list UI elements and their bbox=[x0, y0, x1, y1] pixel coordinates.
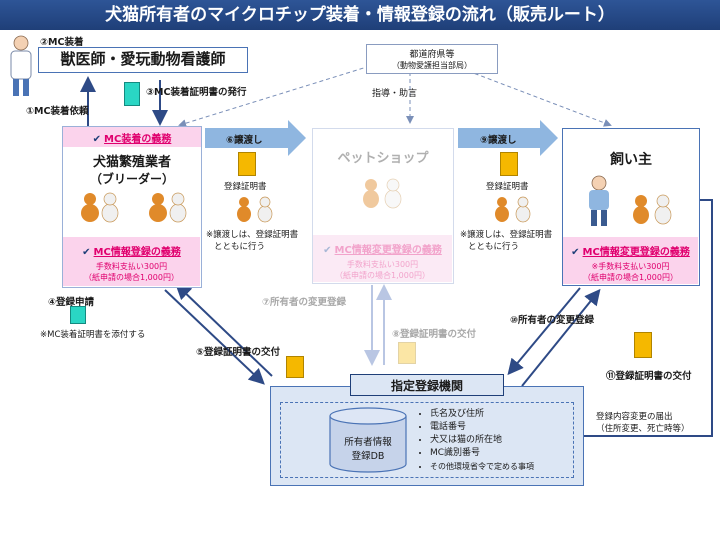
owner-fee: ※手数料支払い300円 bbox=[591, 262, 670, 271]
owner-name: 飼い主 bbox=[610, 152, 652, 168]
transfer-6-note-2: とともに行う bbox=[214, 242, 266, 252]
cert-issue-11-label: ⑪登録証明書の交付 bbox=[606, 371, 692, 382]
vet-figure-icon bbox=[10, 35, 32, 96]
change-notice-line2: （住所変更、死亡時等） bbox=[596, 424, 690, 434]
owner-fee-paper: （紙申請の場合1,000円） bbox=[583, 273, 678, 282]
cert-issue-8-label: ⑧登録証明書の交付 bbox=[392, 329, 477, 340]
petshop-fee-paper: （紙申請の場合1,000円） bbox=[335, 271, 430, 280]
check-icon: ✔ bbox=[92, 134, 102, 145]
transfer-9-note-1: ※譲渡しは、登録証明書 bbox=[460, 230, 553, 240]
transfer-9-animals-icon bbox=[495, 196, 531, 223]
owner-box: 飼い主 ✔MC情報変更登録の義務 ※手数料支払い300円 （紙申請の場合1,00… bbox=[562, 128, 700, 286]
arrow-registration-request bbox=[164, 289, 265, 385]
breeder-dog-cat-icons bbox=[81, 192, 187, 223]
registry-title: 指定登録機関 bbox=[390, 379, 463, 393]
check-icon: ✔ bbox=[82, 247, 91, 258]
db-label-2: 登録DB bbox=[351, 451, 385, 462]
registry-item: その他環境省令で定める事項 bbox=[430, 460, 572, 473]
vet-box: 獣医師・愛玩動物看護師 bbox=[38, 47, 248, 73]
breeder-fee-paper: （紙申請の場合1,000円） bbox=[84, 273, 179, 282]
registry-item: 電話番号 bbox=[430, 421, 572, 434]
registration-cert-9-icon bbox=[500, 152, 518, 176]
transfer-9-label: ⑨譲渡し bbox=[480, 135, 517, 146]
registry-inner bbox=[280, 402, 574, 478]
prefecture-box: 都道府県等 （動物愛護担当部局） bbox=[366, 44, 498, 74]
breeder-duty-top: ✔MC装着の義務 bbox=[63, 127, 201, 147]
guidance-label: 指導・助言 bbox=[372, 89, 418, 99]
check-icon: ✔ bbox=[571, 247, 580, 258]
petshop-change-duty: MC情報変更登録の義務 bbox=[334, 245, 442, 256]
registration-request-label: ④登録申請 bbox=[48, 297, 95, 308]
transfer-6-animals-icon bbox=[237, 196, 273, 223]
mc-request-label: ①MC装着依頼 bbox=[26, 106, 89, 117]
block-arrow-transfer-9 bbox=[458, 120, 558, 156]
check-icon: ✔ bbox=[323, 245, 332, 256]
mc-info-register-duty: MC情報登録の義務 bbox=[93, 247, 181, 258]
registry-items: 氏名及び住所 電話番号 犬又は猫の所在地 MC識別番号 その他環境省令で定める事… bbox=[418, 408, 572, 473]
breeder-fee: 手数料支払い300円 bbox=[95, 262, 168, 271]
owner-duty: ✔MC情報変更登録の義務 ※手数料支払い300円 （紙申請の場合1,000円） bbox=[563, 237, 698, 284]
transfer-6-note-1: ※譲渡しは、登録証明書 bbox=[206, 230, 299, 240]
transfer-9-note-2: とともに行う bbox=[468, 242, 520, 252]
owner-person-animals-icon bbox=[589, 175, 672, 226]
db-label-1: 所有者情報 bbox=[344, 437, 392, 448]
transfer-6-cert-label: 登録証明書 bbox=[224, 182, 267, 192]
owner-change-duty: MC情報変更登録の義務 bbox=[582, 247, 690, 258]
cert-issue-5-label: ⑤登録証明書の交付 bbox=[196, 347, 281, 358]
vet-label: 獣医師・愛玩動物看護師 bbox=[60, 50, 226, 68]
registration-cert-8-icon bbox=[398, 342, 416, 364]
block-arrow-transfer-6 bbox=[205, 120, 306, 156]
registry-item: 氏名及び住所 bbox=[430, 408, 572, 421]
registration-cert-11-icon bbox=[634, 332, 652, 358]
prefecture-dept: （動物愛護担当部局） bbox=[392, 61, 472, 70]
breeder-name: 犬猫繁殖業者 bbox=[92, 155, 171, 170]
arrow-change-notice bbox=[498, 199, 713, 444]
arrow-cert-issue-5 bbox=[175, 283, 273, 377]
petshop-name: ペットショップ bbox=[337, 151, 429, 166]
vet-step-label: ②MC装着 bbox=[40, 37, 84, 48]
mc-certificate-icon bbox=[124, 82, 140, 106]
petshop-fee: 手数料支払い300円 bbox=[346, 260, 419, 269]
petshop-animals-icon bbox=[363, 178, 402, 209]
arrow-cert-issue-11 bbox=[521, 288, 601, 387]
mc-certificate-attached-icon bbox=[70, 306, 86, 324]
mc-attach-duty: MC装着の義務 bbox=[104, 134, 172, 145]
owner-change-7-label: ⑦所有者の変更登録 bbox=[262, 297, 347, 308]
arrow-guidance-owner bbox=[454, 65, 612, 127]
breeder-name-sub: （ブリーダー） bbox=[89, 172, 174, 186]
registry-title-box: 指定登録機関 bbox=[350, 374, 504, 396]
prefecture-name: 都道府県等 bbox=[409, 50, 455, 60]
transfer-6-label: ⑥譲渡し bbox=[226, 135, 263, 146]
registration-cert-5-icon bbox=[286, 356, 304, 378]
arrow-owner-change-10 bbox=[507, 287, 581, 376]
page-title: 犬猫所有者のマイクロチップ装着・情報登録の流れ（販売ルート） bbox=[0, 0, 720, 30]
registry-item: MC識別番号 bbox=[430, 447, 572, 460]
transfer-9-cert-label: 登録証明書 bbox=[486, 182, 529, 192]
breeder-duty-bottom: ✔MC情報登録の義務 手数料支払い300円 （紙申請の場合1,000円） bbox=[63, 237, 200, 286]
petshop-box: ペットショップ ✔MC情報変更登録の義務 手数料支払い300円 （紙申請の場合1… bbox=[312, 128, 454, 284]
registration-request-note: ※MC装着証明書を添付する bbox=[40, 330, 146, 340]
database-icon bbox=[329, 407, 407, 473]
breeder-box: ✔MC装着の義務 犬猫繁殖業者 （ブリーダー） ✔MC情報登録の義務 手数料支払… bbox=[62, 126, 202, 288]
registry-item: 犬又は猫の所在地 bbox=[430, 434, 572, 447]
arrow-guidance-breeder bbox=[178, 65, 371, 128]
owner-change-10-label: ⑩所有者の変更登録 bbox=[510, 315, 595, 326]
registration-cert-6-icon bbox=[238, 152, 256, 176]
petshop-duty: ✔MC情報変更登録の義務 手数料支払い300円 （紙申請の場合1,000円） bbox=[313, 235, 452, 282]
change-notice-line1: 登録内容変更の届出 bbox=[596, 412, 673, 422]
mc-cert-issue-label: ③MC装着証明書の発行 bbox=[146, 87, 247, 98]
